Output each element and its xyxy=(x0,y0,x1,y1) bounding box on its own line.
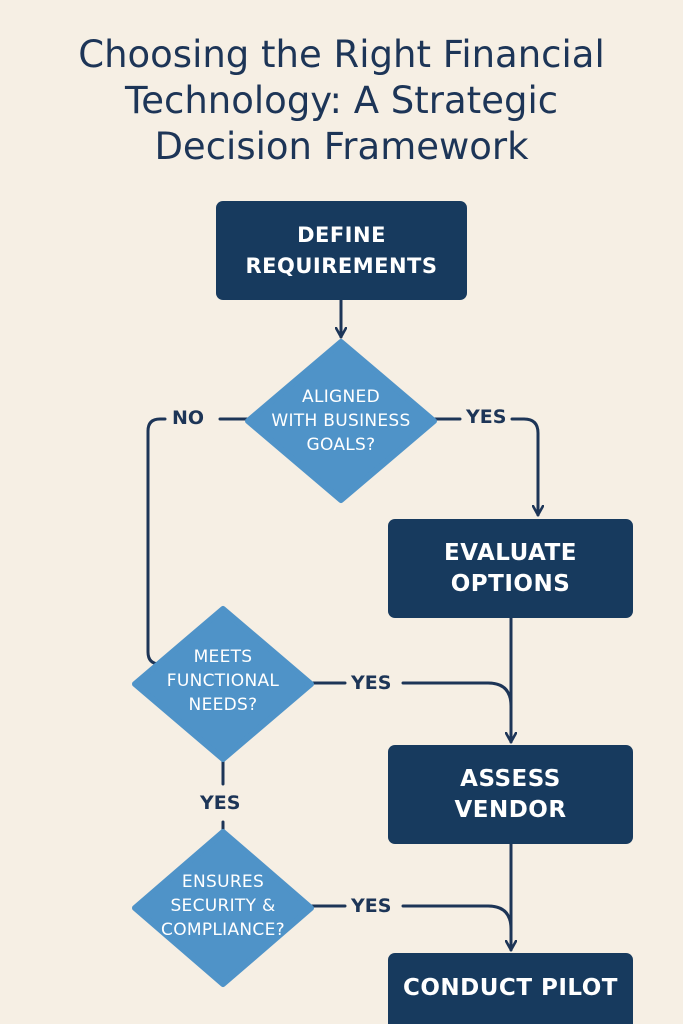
process-define-requirements: DEFINE REQUIREMENTS xyxy=(216,201,467,300)
aligned-line-1: ALIGNED xyxy=(302,387,380,407)
decision-ensures-shape xyxy=(132,829,314,987)
ensures-line-2: SECURITY & xyxy=(170,896,276,916)
connector-ensures-yes xyxy=(309,904,513,931)
edge-label-ensures-yes: YES xyxy=(347,895,396,917)
edge-label-meets-yes-right: YES xyxy=(347,672,396,694)
edge-label-aligned-yes: YES xyxy=(462,406,511,428)
meets-line-3: NEEDS? xyxy=(188,695,258,715)
pilot-line-1: CONDUCT PILOT xyxy=(402,975,619,1001)
assess-line-2: VENDOR xyxy=(454,796,567,823)
process-conduct-pilot: CONDUCT PILOT xyxy=(388,953,633,1024)
decision-aligned-text: ALIGNED WITH BUSINESS GOALS? xyxy=(241,385,441,457)
connector-aligned-yes xyxy=(431,417,538,515)
process-evaluate-options: EVALUATE OPTIONS xyxy=(388,519,633,618)
define-line-1: DEFINE xyxy=(297,222,386,247)
title-line-3: Decision Framework xyxy=(154,125,529,168)
title-line-2: Technology: A Strategic xyxy=(124,79,559,122)
decision-ensures-text: ENSURES SECURITY & COMPLIANCE? xyxy=(128,870,318,942)
define-line-2: REQUIREMENTS xyxy=(245,253,438,278)
evaluate-line-2: OPTIONS xyxy=(450,570,571,597)
title-line-1: Choosing the Right Financial xyxy=(78,33,605,76)
decision-meets-shape xyxy=(132,606,314,762)
aligned-line-3: GOALS? xyxy=(306,435,376,455)
meets-line-2: FUNCTIONAL xyxy=(166,671,280,691)
connector-meets-yes-right xyxy=(308,681,513,708)
decision-meets-text: MEETS FUNCTIONAL NEEDS? xyxy=(133,645,313,717)
aligned-line-2: WITH BUSINESS xyxy=(271,411,411,431)
edge-label-aligned-no: NO xyxy=(168,407,209,429)
meets-line-1: MEETS xyxy=(193,647,253,667)
ensures-line-3: COMPLIANCE? xyxy=(161,920,285,940)
assess-line-1: ASSESS xyxy=(460,765,561,792)
decision-aligned-shape xyxy=(245,339,437,503)
process-assess-vendor: ASSESS VENDOR xyxy=(388,745,633,844)
diagram-title: Choosing the Right Financial Technology:… xyxy=(0,32,683,170)
edge-label-meets-yes-down: YES xyxy=(196,792,245,814)
evaluate-line-1: EVALUATE xyxy=(444,539,577,566)
ensures-line-1: ENSURES xyxy=(181,872,265,892)
